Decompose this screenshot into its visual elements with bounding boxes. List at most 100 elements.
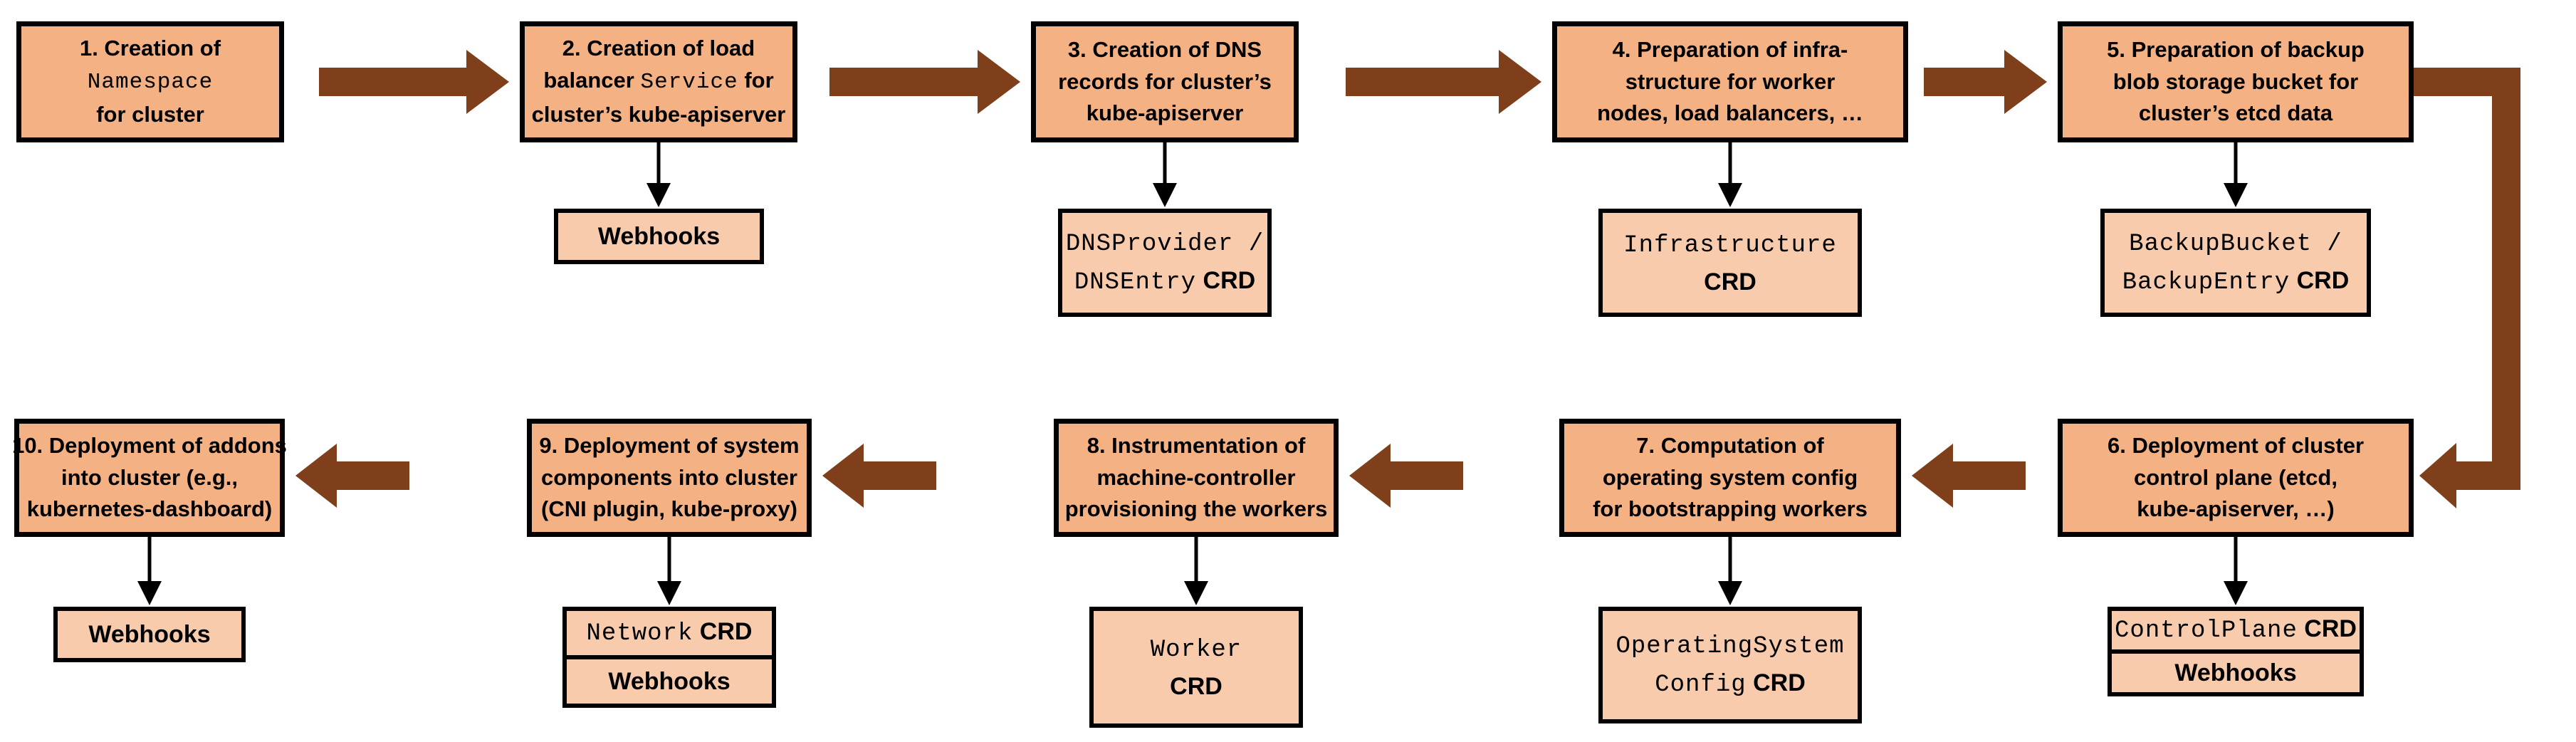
label-text: kube-apiserver, …) [2137, 496, 2335, 522]
label-text: CRD [2290, 267, 2350, 294]
title-line: components into cluster [541, 462, 797, 494]
label-text: structure for worker [1625, 68, 1836, 94]
step-2-sub-box-1: Webhooks [554, 209, 764, 264]
title-line: for cluster [96, 99, 204, 131]
label-text: 2. Creation of load [562, 36, 755, 61]
connector-step-2 [646, 142, 671, 207]
title-line: 4. Preparation of infra- [1613, 34, 1848, 66]
connector-step-7 [1718, 537, 1742, 605]
label-text: machine-controller [1096, 464, 1296, 490]
code-text: Network [586, 620, 693, 647]
connector-step-6 [2224, 537, 2248, 605]
label-text: kube-apiserver [1086, 100, 1244, 126]
label-text: Webhooks [597, 222, 721, 250]
label-text: provisioning the workers [1064, 496, 1328, 522]
label-text: 10. Deployment of addons [12, 432, 287, 458]
sub-box-line: DNSEntry CRD [1074, 263, 1255, 301]
title-line: (CNI plugin, kube-proxy) [541, 493, 797, 526]
sub-box-line: OperatingSystem [1616, 627, 1844, 665]
label-text: 9. Deployment of system [539, 432, 800, 458]
title-line: 1. Creation of [80, 33, 221, 65]
sub-box-line: CRD [1170, 669, 1222, 705]
step-10-sub-box-1: Webhooks [53, 607, 246, 662]
step-5-sub-stack: BackupBucket / BackupEntry CRD [2100, 209, 2371, 317]
title-line: provisioning the workers [1065, 493, 1328, 526]
code-text: ControlPlane [2115, 617, 2298, 644]
connector-step-5 [2224, 142, 2248, 207]
label-text: CRD [1196, 267, 1256, 294]
title-line: balancer Service for [543, 65, 773, 99]
title-line: cluster’s kube-apiserver [532, 99, 786, 131]
sub-box-line: Network CRD [587, 614, 753, 652]
label-text: CRD [1704, 268, 1756, 296]
label-text: Webhooks [608, 667, 731, 695]
sub-box-line: Infrastructure [1623, 226, 1837, 264]
label-text: for [738, 68, 774, 93]
title-line: 10. Deployment of addons [12, 430, 287, 462]
label-text: 1. Creation of [79, 36, 221, 61]
label-text: for cluster [96, 101, 204, 127]
step-9-sub-box-2: Webhooks [562, 655, 776, 708]
title-line: machine-controller [1096, 462, 1295, 494]
sub-box-line: Webhooks [598, 219, 720, 255]
label-text: blob storage bucket for [2112, 68, 2359, 94]
step-9-sub-box-1: Network CRD [562, 607, 776, 659]
code-text: OperatingSystem [1616, 633, 1845, 660]
title-line: cluster’s etcd data [2139, 98, 2332, 130]
step-3-sub-box-1: DNSProvider / DNSEntry CRD [1058, 209, 1272, 317]
connector-step-4 [1718, 142, 1742, 207]
code-text: DNSProvider / [1065, 231, 1265, 258]
title-line: 9. Deployment of system [539, 430, 799, 462]
step-5-sub-box-1: BackupBucket / BackupEntry CRD [2100, 209, 2371, 317]
label-text: 3. Creation of DNS [1067, 36, 1262, 62]
label-text: control plane (etcd, [2134, 464, 2337, 490]
flow-arrow-4-5 [1924, 50, 2047, 114]
label-text: 8. Instrumentation of [1087, 432, 1306, 458]
code-text: BackupEntry [2122, 269, 2290, 296]
title-line: 6. Deployment of cluster [2108, 430, 2364, 462]
label-text: 6. Deployment of cluster [2107, 432, 2365, 458]
title-line: nodes, load balancers, … [1597, 98, 1863, 130]
label-text: into cluster (e.g., [61, 464, 239, 490]
label-text: cluster’s kube-apiserver [531, 101, 786, 127]
step-9-box: 9. Deployment of system components into c… [527, 419, 812, 537]
step-10-sub-stack: Webhooks [53, 607, 246, 662]
connector-step-9 [657, 537, 681, 605]
title-line: kube-apiserver, …) [2137, 493, 2334, 526]
step-3-sub-stack: DNSProvider / DNSEntry CRD [1058, 209, 1272, 317]
sub-box-line: CRD [1704, 264, 1756, 301]
flow-arrow-2-3 [829, 50, 1020, 114]
title-line: 3. Creation of DNS [1068, 34, 1262, 66]
code-text: Worker [1150, 636, 1242, 664]
label-text: cluster’s etcd data [2138, 100, 2333, 126]
label-text: 7. Computation of [1636, 432, 1824, 458]
flow-arrow-9-10 [295, 444, 409, 508]
sub-box-line: ControlPlane CRD [2115, 611, 2357, 649]
label-text: Webhooks [88, 620, 211, 648]
title-line: records for cluster’s [1058, 66, 1272, 98]
flow-arrow-5-6 [2414, 68, 2520, 490]
connector-step-8 [1184, 537, 1208, 605]
code-text: DNSEntry [1074, 269, 1197, 296]
label-text: Webhooks [2174, 659, 2297, 686]
sub-box-line: DNSProvider / [1066, 224, 1264, 263]
sub-box-line: BackupBucket / [2129, 224, 2342, 263]
title-line: Namespace [88, 65, 213, 99]
label-text: components into cluster [541, 464, 797, 490]
label-text: kubernetes-dashboard) [26, 496, 273, 522]
step-6-box: 6. Deployment of cluster control plane (e… [2058, 419, 2414, 537]
label-text: (CNI plugin, kube-proxy) [541, 496, 797, 522]
flow-arrow-6-7 [1912, 444, 2026, 508]
sub-box-line: Config CRD [1655, 665, 1806, 704]
label-text: 4. Preparation of infra- [1612, 36, 1848, 62]
title-line: 8. Instrumentation of [1087, 430, 1306, 462]
label-text: balancer [543, 68, 641, 93]
